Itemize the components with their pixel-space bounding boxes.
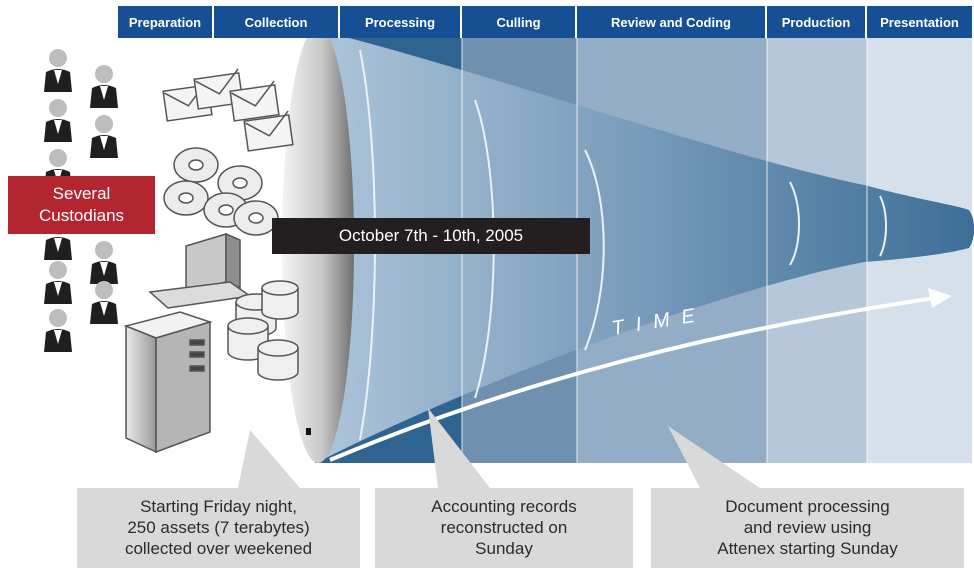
callout-line: Accounting records <box>431 497 577 516</box>
callout-line: reconstructed on <box>440 518 568 537</box>
custodians-line-1: Several <box>52 184 111 203</box>
phase-tab-review-coding: Review and Coding <box>577 6 767 38</box>
date-banner: October 7th - 10th, 2005 <box>272 218 590 254</box>
time-arrow <box>329 296 936 462</box>
custodians-label: Several Custodians <box>8 176 155 234</box>
custodians-line-2: Custodians <box>38 206 125 225</box>
phase-tab-preparation: Preparation <box>118 6 214 38</box>
server-icon <box>123 311 213 454</box>
callout-line: Starting Friday night, <box>140 497 297 516</box>
disc-icon <box>163 147 279 236</box>
person-icon <box>90 281 118 324</box>
callout-boxes <box>77 408 964 568</box>
database-icon <box>227 280 299 381</box>
person-icon <box>44 49 72 92</box>
person-icon <box>90 65 118 108</box>
callout-line: collected over weekened <box>124 539 313 558</box>
workstation-icon <box>148 232 252 309</box>
person-icon <box>90 241 118 284</box>
phase-tab-collection: Collection <box>214 6 340 38</box>
funnel <box>318 30 974 462</box>
callout-line: Attenex starting Sunday <box>717 539 898 558</box>
person-icon <box>44 309 72 352</box>
phase-tab-production: Production <box>767 6 867 38</box>
person-icon <box>44 261 72 304</box>
callout-review: Document processing and review using Att… <box>651 496 964 559</box>
phase-tab-presentation: Presentation <box>867 6 972 38</box>
person-icon <box>44 99 72 142</box>
callout-accounting: Accounting records reconstructed on Sund… <box>375 496 633 559</box>
envelope-icon <box>162 68 294 152</box>
phase-tab-processing: Processing <box>340 6 462 38</box>
callout-line: and review using <box>743 518 872 537</box>
person-icon <box>90 115 118 158</box>
callout-line: Sunday <box>475 539 533 558</box>
callout-collection: Starting Friday night, 250 assets (7 ter… <box>77 496 360 559</box>
callout-line: 250 assets (7 terabytes) <box>127 518 310 537</box>
phase-tab-culling: Culling <box>462 6 577 38</box>
callout-line: Document processing <box>725 497 890 516</box>
